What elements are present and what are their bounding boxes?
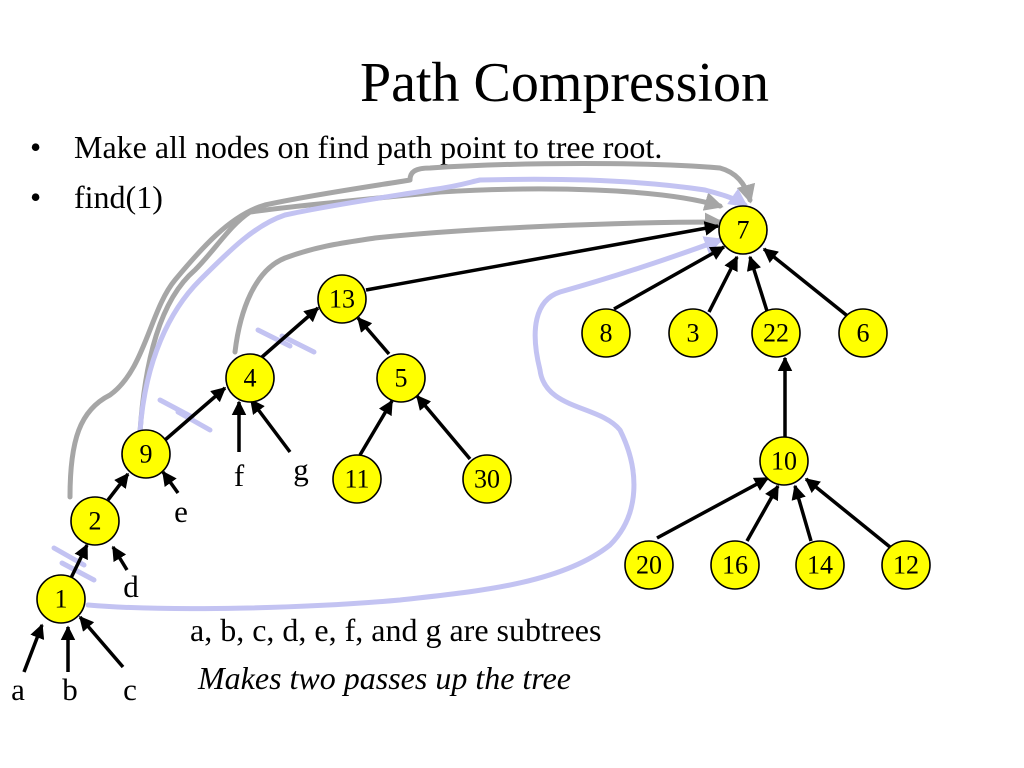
tree-node-3: 3: [668, 308, 718, 358]
tree-node-5: 5: [376, 353, 426, 403]
svg-text:3: 3: [687, 319, 700, 348]
tree-node-20: 20: [624, 540, 674, 590]
svg-text:22: 22: [763, 319, 789, 348]
svg-text:10: 10: [771, 447, 797, 476]
bullet-list: • Make all nodes on find path point to tr…: [30, 122, 662, 222]
tree-node-10: 10: [759, 436, 809, 486]
tree-nodes: 7 13 8 3 22 6 4 5 9 11 30 10 2 1 20 16 1…: [36, 205, 931, 624]
svg-text:5: 5: [395, 364, 408, 393]
edge-16-10: [745, 484, 780, 542]
subtree-label-f: f: [234, 458, 245, 493]
tree-node-13: 13: [317, 274, 367, 324]
svg-text:2: 2: [89, 507, 102, 536]
tree-edges: [22, 221, 892, 673]
svg-text:11: 11: [344, 465, 369, 494]
slide-title: Path Compression: [359, 52, 770, 114]
subtree-label-e: e: [174, 494, 188, 529]
subtree-label-g: g: [293, 452, 309, 487]
edge-2-9: [106, 472, 130, 502]
bullet-dot: •: [30, 179, 42, 215]
cut-mark: [59, 560, 97, 583]
subtree-label-d: d: [123, 569, 139, 604]
tree-node-30: 30: [462, 454, 512, 504]
svg-text:14: 14: [807, 551, 833, 580]
edge-a-1: [22, 623, 45, 673]
svg-text:7: 7: [737, 216, 750, 245]
cut-mark: [175, 409, 213, 433]
bullet-item: • Make all nodes on find path point to tr…: [30, 122, 662, 172]
caption-subtrees: a, b, c, d, e, f, and g are subtrees: [190, 612, 602, 648]
edge-e-9: [161, 470, 180, 495]
bullet-text: find(1): [74, 179, 163, 215]
gray-arrows: [67, 161, 756, 500]
tree-node-2: 2: [70, 496, 120, 546]
blue-arrow-up-path: [137, 176, 749, 435]
svg-text:6: 6: [857, 319, 870, 348]
edge-c-1: [78, 615, 125, 669]
cut-mark: [255, 327, 293, 349]
tree-node-14: 14: [795, 540, 845, 590]
edge-8-7: [613, 245, 726, 311]
subtree-label-b: b: [62, 672, 78, 707]
svg-text:12: 12: [893, 551, 919, 580]
edge-11-5: [358, 399, 394, 456]
svg-text:8: 8: [600, 319, 613, 348]
edge-13-7: [365, 221, 720, 292]
tree-node-16: 16: [710, 540, 760, 590]
edge-5-13: [356, 316, 391, 356]
caption-two-passes: Makes two passes up the tree: [198, 660, 571, 696]
tree-node-12: 12: [881, 540, 931, 590]
edge-9-4: [163, 386, 227, 442]
svg-text:9: 9: [140, 440, 153, 469]
edge-1-2: [69, 543, 89, 579]
tree-node-11: 11: [332, 454, 382, 504]
edge-22-7: [746, 255, 769, 312]
svg-text:16: 16: [722, 551, 748, 580]
subtree-label-a: a: [11, 672, 25, 707]
edge-6-7: [762, 247, 852, 320]
edge-g-4: [249, 398, 292, 454]
edge-d-2: [111, 545, 129, 571]
gray-arrow-4-to-7: [232, 212, 724, 355]
cut-mark: [279, 333, 317, 355]
svg-text:1: 1: [55, 585, 68, 614]
edge-20-10: [656, 476, 770, 540]
edge-12-10: [804, 477, 892, 549]
tree-node-22: 22: [751, 308, 801, 358]
gray-arrow-9-to-7: [137, 186, 724, 435]
bullet-item: • find(1): [30, 172, 662, 222]
tree-node-8: 8: [581, 308, 631, 358]
subtree-label-c: c: [123, 672, 137, 707]
edge-3-7: [707, 255, 739, 313]
svg-text:30: 30: [474, 465, 500, 494]
tree-node-9: 9: [121, 429, 171, 479]
svg-text:13: 13: [329, 285, 355, 314]
edge-4-13: [260, 306, 320, 359]
svg-text:20: 20: [636, 551, 662, 580]
subtree-labels: a b c d e f g: [11, 452, 309, 707]
tree-node-1: 1: [36, 574, 86, 624]
bullet-text: Make all nodes on find path point to tre…: [74, 129, 663, 165]
gray-arrow-2-to-7: [67, 161, 756, 500]
tree-node-7: 7: [718, 205, 768, 255]
svg-text:4: 4: [244, 364, 257, 393]
bullet-dot: •: [30, 129, 42, 165]
tree-node-6: 6: [838, 308, 888, 358]
tree-node-4: 4: [225, 353, 275, 403]
edge-30-5: [415, 394, 472, 461]
blue-arrow-find-path: [85, 236, 724, 612]
edge-14-10: [791, 484, 813, 542]
